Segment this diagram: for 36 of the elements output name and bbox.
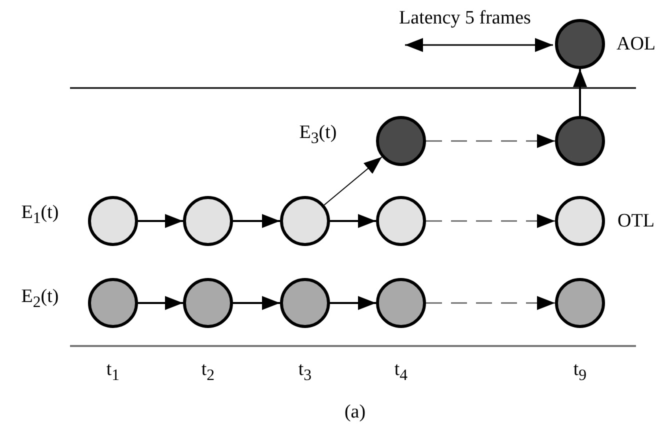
time-label: t$_{4}$ — [394, 360, 408, 384]
time-label: t$_{2}$ — [201, 360, 215, 384]
time-label: t$_{3}$ — [298, 360, 312, 384]
arrow — [426, 134, 555, 148]
arrow — [330, 296, 376, 310]
state-circle — [376, 196, 426, 246]
state-circle — [555, 278, 605, 328]
arrow — [573, 69, 587, 116]
row-label: E$_{1}$(t) — [21, 203, 59, 227]
time-label: t$_{9}$ — [573, 360, 587, 384]
state-circle — [555, 116, 605, 166]
arrow — [324, 156, 382, 206]
state-circle — [376, 278, 426, 328]
latency-label: Latency 5 frames — [399, 8, 531, 28]
arrow — [330, 214, 376, 228]
time-label: t$_{1}$ — [106, 360, 120, 384]
state-circle — [555, 196, 605, 246]
state-circle — [280, 196, 330, 246]
caption: (a) — [344, 402, 366, 422]
state-circle — [555, 19, 605, 69]
arrow — [233, 296, 280, 310]
arrow — [138, 296, 183, 310]
arrow — [233, 214, 280, 228]
row-label: E$_{2}$(t) — [21, 287, 59, 311]
state-circle — [280, 278, 330, 328]
state-circle — [183, 278, 233, 328]
layer-label: OTL — [618, 212, 654, 230]
layer-label: AOL — [616, 34, 656, 54]
state-circle — [183, 196, 233, 246]
arrow — [426, 214, 555, 228]
row-label: E$_{3}$(t) — [299, 123, 337, 147]
state-circle — [88, 278, 138, 328]
state-circle — [88, 196, 138, 246]
state-circle — [376, 116, 426, 166]
arrow — [138, 214, 183, 228]
arrow — [426, 296, 555, 310]
